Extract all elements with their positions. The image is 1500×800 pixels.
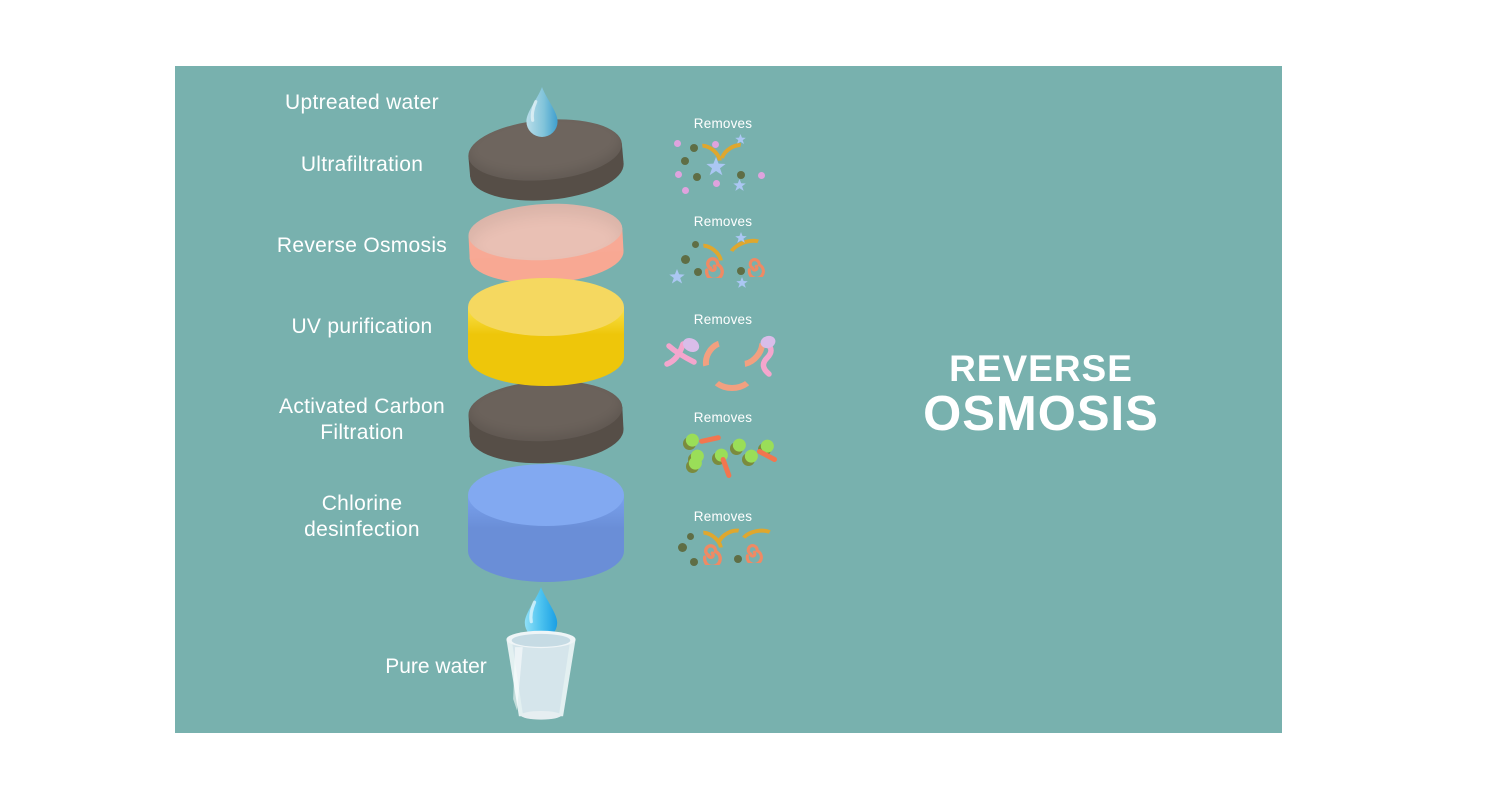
spiral-microbe-icon <box>745 257 765 282</box>
virus-star-icon <box>669 269 685 284</box>
rod-particle-icon <box>698 434 722 445</box>
green-particle-icon <box>730 442 743 455</box>
green-particle-icon <box>686 460 699 473</box>
olive-dot-icon <box>678 543 687 552</box>
spiral-microbe-icon <box>743 543 763 568</box>
particle-cluster-chlorine <box>668 523 783 589</box>
rod-particle-icon <box>719 456 733 479</box>
disc-top <box>468 278 624 336</box>
olive-dot-icon <box>737 171 745 179</box>
particle-cluster-uv <box>663 321 778 392</box>
olive-dot-icon <box>737 267 745 275</box>
pink-dot-icon <box>712 141 719 148</box>
stage-label-activated-carbon-line1: Activated Carbon <box>279 395 445 418</box>
pink-dot-icon <box>713 180 720 187</box>
olive-dot-icon <box>694 268 702 276</box>
filter-disc-chlorine <box>468 464 624 582</box>
stage-label-uv-purification: UV purification <box>291 315 433 338</box>
stage-label-activated-carbon-line2: Filtration <box>320 421 404 444</box>
removes-label-5: Removes <box>693 509 753 524</box>
olive-dot-icon <box>681 157 689 165</box>
removes-label-1: Removes <box>693 116 753 131</box>
olive-dot-icon <box>687 533 694 540</box>
virus-star-icon <box>733 179 746 191</box>
olive-dot-icon <box>734 555 742 563</box>
particle-cluster-activated-carbon <box>668 428 783 490</box>
olive-dot-icon <box>690 558 698 566</box>
olive-dot-icon <box>690 144 698 152</box>
stage-label-chlorine-line2: desinfection <box>304 518 420 541</box>
pink-dot-icon <box>674 140 681 147</box>
stage-label-ultrafiltration: Ultrafiltration <box>300 153 424 176</box>
stage-label-chlorine-line1: Chlorine <box>321 492 403 515</box>
filter-disc-uv <box>468 278 624 386</box>
virus-star-icon <box>735 232 747 243</box>
olive-dot-icon <box>693 173 701 181</box>
teal-panel: Uptreated water Ultrafiltration Reverse … <box>175 66 1282 733</box>
disc-top <box>468 464 624 526</box>
removes-label-3: Removes <box>693 312 753 327</box>
pink-dot-icon <box>758 172 765 179</box>
page-title-line2: OSMOSIS <box>923 387 1159 441</box>
stage-label-untreated-water: Uptreated water <box>285 91 439 114</box>
particle-cluster-ultrafiltration <box>668 134 783 196</box>
page-title-line1: REVERSE <box>949 348 1133 389</box>
stage-label-reverse-osmosis: Reverse Osmosis <box>276 234 448 257</box>
removes-label-4: Removes <box>693 410 753 425</box>
virus-star-icon <box>735 134 746 145</box>
stage-label-pure-water: Pure water <box>385 655 487 678</box>
water-drop-bottom-icon <box>520 586 562 640</box>
spiral-microbe-icon <box>700 543 722 570</box>
pink-dot-icon <box>682 187 689 194</box>
bacteria-icon <box>709 357 755 391</box>
flagellate-microbe-icon <box>755 334 783 385</box>
spiral-microbe-icon <box>702 256 724 283</box>
filter-disc-reverse-osmosis <box>467 200 625 287</box>
particle-cluster-reverse-osmosis <box>668 232 783 294</box>
stage-label-activated-carbon: Activated Carbon Filtration <box>195 394 529 446</box>
filter-disc-activated-carbon <box>466 377 626 467</box>
olive-dot-icon <box>692 241 699 248</box>
removes-label-2: Removes <box>693 214 753 229</box>
water-drop-top-icon <box>523 86 561 138</box>
flagellate-microbe-icon <box>664 336 706 373</box>
page-title: REVERSE OSMOSIS <box>875 348 1207 441</box>
virus-star-icon <box>736 277 748 288</box>
stage-label-chlorine: Chlorine desinfection <box>195 491 529 543</box>
water-glass-icon <box>502 626 580 722</box>
green-particle-icon <box>683 437 696 450</box>
pink-dot-icon <box>675 171 682 178</box>
olive-dot-icon <box>681 255 690 264</box>
green-particle-icon <box>742 453 755 466</box>
